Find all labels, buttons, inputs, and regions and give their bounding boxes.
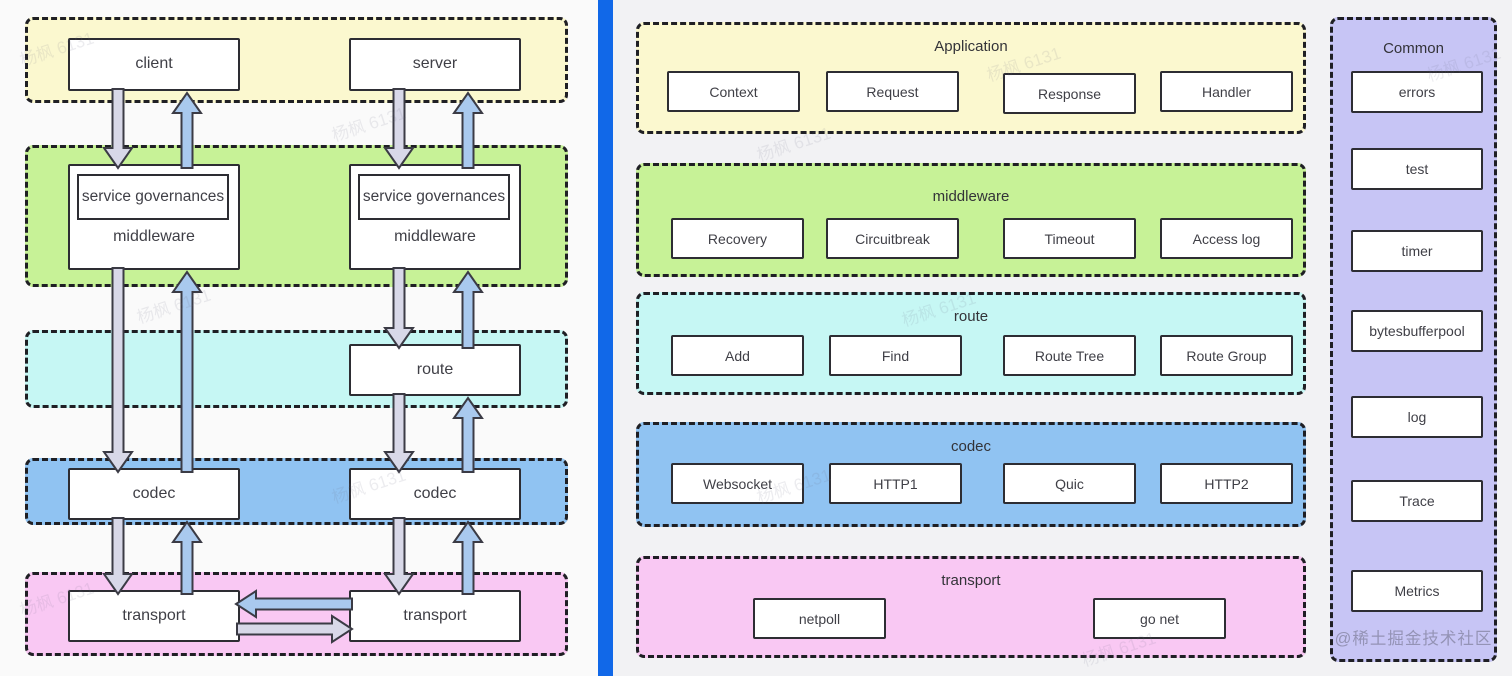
layer-item-route-tree: Route Tree [1003,335,1136,376]
transport-box-server: transport [349,590,521,642]
left-flow-panel: client server service governances middle… [0,0,598,676]
common-item-test: test [1351,148,1483,190]
layer-title-transport: transport [941,572,1001,589]
layer-title-application: Application [934,38,1008,55]
common-item-log: log [1351,396,1483,438]
codec-box-client: codec [68,468,240,520]
route-box: route [349,344,521,396]
common-item-bytesbufferpool: bytesbufferpool [1351,310,1483,352]
layer-item-response: Response [1003,73,1136,114]
layer-item-context: Context [667,71,800,112]
layer-item-circuitbreak: Circuitbreak [826,218,959,259]
transport-box-client: transport [68,590,240,642]
layer-band-codec: codec Websocket HTTP1 Quic HTTP2 [636,422,1306,527]
common-item-metrics: Metrics [1351,570,1483,612]
service-governances-box-client: service governances [77,174,229,220]
layer-item-timeout: Timeout [1003,218,1136,259]
layer-item-find: Find [829,335,962,376]
layer-item-add: Add [671,335,804,376]
middleware-box-server: service governances middleware [349,164,521,270]
layer-item-netpoll: netpoll [753,598,886,639]
common-item-timer: timer [1351,230,1483,272]
layer-item-http2: HTTP2 [1160,463,1293,504]
layer-band-application: Application Context Request Response Han… [636,22,1306,134]
middleware-label-client: middleware [113,228,195,246]
panel-divider [598,0,613,676]
common-title: Common [1383,40,1444,57]
middleware-label-server: middleware [394,228,476,246]
layer-title-route: route [953,308,989,325]
layer-band-transport: transport netpoll go net [636,556,1306,658]
client-box: client [68,38,240,91]
common-item-trace: Trace [1351,480,1483,522]
codec-box-server: codec [349,468,521,520]
server-box: server [349,38,521,91]
juejin-watermark: @稀土掘金技术社区 [1334,630,1493,648]
common-item-errors: errors [1351,71,1483,113]
layer-item-go-net: go net [1093,598,1226,639]
layer-item-recovery: Recovery [671,218,804,259]
layer-item-handler: Handler [1160,71,1293,112]
layer-title-middleware: middleware [932,188,1010,205]
layer-item-websocket: Websocket [671,463,804,504]
layer-band-middleware: middleware Recovery Circuitbreak Timeout… [636,163,1306,277]
layer-item-route-group: Route Group [1160,335,1293,376]
service-governances-box-server: service governances [358,174,510,220]
layer-item-quic: Quic [1003,463,1136,504]
middleware-box-client: service governances middleware [68,164,240,270]
common-panel: Common errors test timer bytesbufferpool… [1330,17,1497,662]
layer-title-codec: codec [950,438,992,455]
layers-panel: Application Context Request Response Han… [613,0,1512,676]
layer-item-access-log: Access log [1160,218,1293,259]
layer-item-http1: HTTP1 [829,463,962,504]
layer-item-request: Request [826,71,959,112]
layer-band-route: route Add Find Route Tree Route Group [636,292,1306,395]
